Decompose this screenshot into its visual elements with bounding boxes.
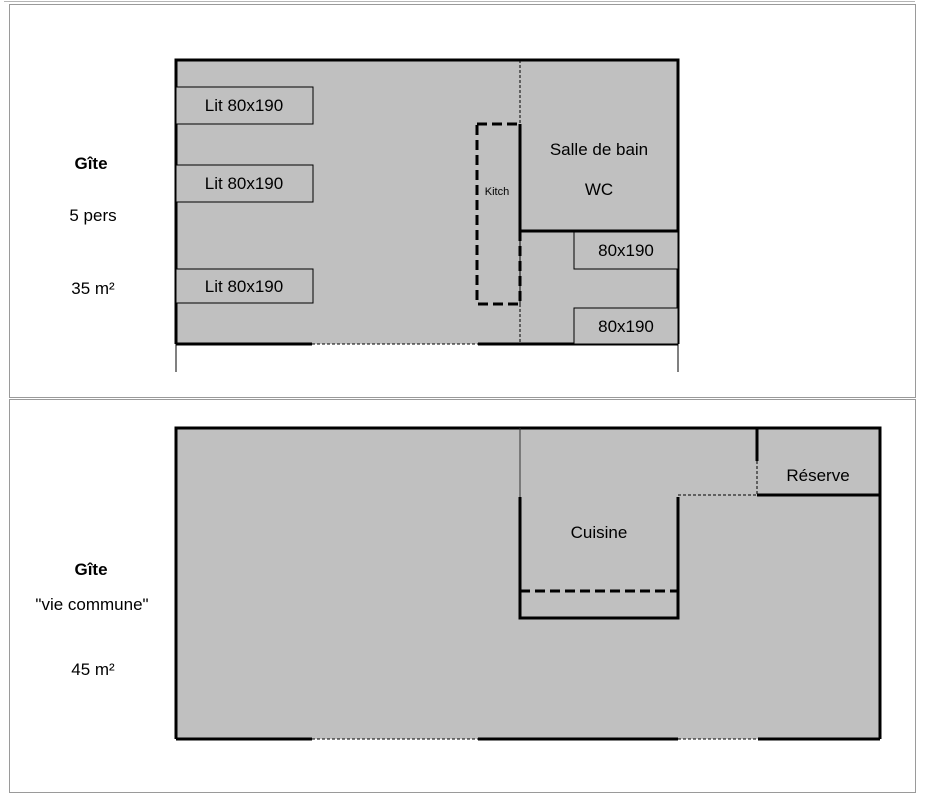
plan2-area: 45 m² (71, 660, 115, 679)
kitchenette-label: Kitch (485, 186, 509, 198)
plan2-subtitle: "vie commune" (35, 595, 148, 614)
plan1-capacity: 5 pers (69, 206, 116, 225)
bed-4 (573, 231, 679, 270)
plan-gite-vie-commune: Cuisine Réserve Gîte "vie commune" 45 m² (35, 426, 882, 741)
kitchen-walls (518, 497, 680, 620)
bathroom-label: Salle de bain (550, 140, 648, 159)
plan2-outer-walls (174, 426, 882, 739)
plan1-area: 35 m² (71, 279, 115, 298)
bed-2 (175, 164, 314, 203)
bed-1 (175, 86, 314, 125)
kitchen-label: Cuisine (571, 523, 628, 542)
bed-5-label: 80x190 (598, 317, 654, 336)
plan2-floor (176, 428, 880, 739)
wc-label: WC (585, 180, 613, 199)
bed-1-label: Lit 80x190 (205, 96, 283, 115)
bed-2-label: Lit 80x190 (205, 174, 283, 193)
page-frame-top-line (4, 1, 915, 2)
storage-label: Réserve (786, 466, 849, 485)
bed-3-label: Lit 80x190 (205, 277, 283, 296)
plan1-title: Gîte (74, 154, 107, 173)
plan2-title: Gîte (74, 560, 107, 579)
plan-gite-5-pers: Lit 80x190 Lit 80x190 Lit 80x190 Kitch S… (69, 58, 680, 372)
bed-4-label: 80x190 (598, 241, 654, 260)
bed-3 (175, 268, 314, 304)
kitchenette-outline (475, 122, 522, 306)
bed-5 (573, 307, 679, 345)
